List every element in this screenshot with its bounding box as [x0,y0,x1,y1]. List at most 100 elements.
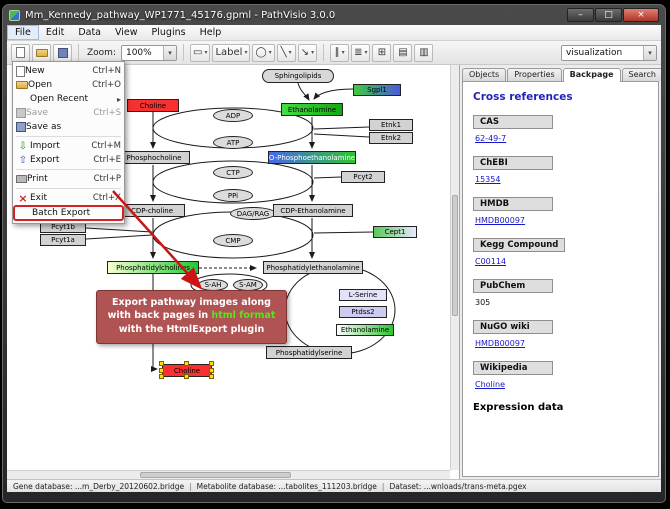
selection-handle[interactable] [184,374,189,379]
pathway-node-phosphatidylethanolamine[interactable]: Phosphatidylethanolamine [263,261,363,274]
annotation-text: html format [211,310,276,322]
chevron-down-icon[interactable]: ▾ [643,45,656,60]
pathway-node-etnk1[interactable]: Etnk1 [369,119,413,131]
pathway-node-phosphatidylcholines[interactable]: Phosphatidylcholines [107,261,199,274]
pathway-node-phosphocholine[interactable]: Phosphocholine [118,151,190,164]
pathway-node-cdp-choline[interactable]: CDP-choline [119,204,185,217]
menu-item-shortcut: Ctrl+N [92,66,121,76]
chevron-down-icon: ▾ [341,49,345,56]
reference-link[interactable]: Choline [475,380,505,389]
pathway-node-phosphatidylserine[interactable]: Phosphatidylserine [266,346,352,359]
scrollbar-thumb[interactable] [452,194,458,317]
cross-references-heading: Cross references [473,91,573,103]
reference-database-name: NuGO wiki [473,320,553,334]
pathway-node-o-phosphoethanolamine[interactable]: O-Phosphoethanolamine [268,151,356,164]
title-bar[interactable]: Mm_Kennedy_pathway_WP1771_45176.gpml - P… [3,5,665,25]
tab-search[interactable]: Search [621,68,661,81]
pathway-node-atp[interactable]: ATP [213,136,253,149]
reference-link[interactable]: HMDB00097 [475,216,526,225]
file-menu-item-open-recent[interactable]: Open Recent ▸ [13,92,124,106]
shape-tool-button[interactable]: ◯▾ [252,43,275,62]
pathway-node-pcyt1a[interactable]: Pcyt1a [40,234,86,246]
pathway-node-dag-rag[interactable]: DAG/RAG [230,207,276,220]
menu-file[interactable]: File [7,25,39,40]
connector-tool-button[interactable]: ↘▾ [297,43,318,62]
pathway-node-sgpl1[interactable]: Sgpl1 [353,84,401,96]
close-button[interactable]: × [623,8,659,22]
visualization-combobox[interactable]: visualization ▾ [561,44,657,61]
file-menu-item-save-as[interactable]: Save as [13,120,124,134]
datanode-tool-button[interactable]: ▭▾ [189,43,211,62]
reference-link[interactable]: 15354 [475,175,501,184]
submenu-arrow-icon: ▸ [116,94,121,104]
common-size-button[interactable]: ⊞ [372,43,392,62]
menu-item-label: Open Recent [30,94,89,104]
canvas-vertical-scrollbar[interactable] [450,65,459,470]
minimize-button[interactable]: – [567,8,594,22]
file-menu-item-batch-export[interactable]: Batch Export [13,205,124,221]
reference-link[interactable]: 62-49-7 [475,134,507,143]
reference-link[interactable]: HMDB00097 [475,339,526,348]
open-folder-icon [35,48,48,57]
pathway-node-ppi[interactable]: PPi [213,189,253,202]
selection-handle[interactable] [209,374,214,379]
tab-backpage[interactable]: Backpage [562,68,621,82]
pathway-node-cmp[interactable]: CMP [213,234,253,247]
line-tool-button[interactable]: ╲▾ [276,43,296,62]
menu-plugins[interactable]: Plugins [151,27,186,38]
pathway-node-ctp[interactable]: CTP [213,166,253,179]
pathway-node-pcyt2[interactable]: Pcyt2 [341,171,385,183]
pathway-node-cdp-ethanolamine[interactable]: CDP-Ethanolamine [273,204,353,217]
pathway-node-ptdss2[interactable]: Ptdss2 [339,306,387,318]
selection-handle[interactable] [159,361,164,366]
pathway-node-sphingolipids[interactable]: Sphingolipids [262,69,334,83]
tab-objects[interactable]: Objects [462,68,507,81]
menu-separator [16,169,121,170]
reference-link[interactable]: C00114 [475,257,507,266]
pathway-node-cept1[interactable]: Cept1 [373,226,417,238]
menu-help[interactable]: Help [199,27,222,38]
chevron-down-icon[interactable]: ▾ [162,45,176,60]
maximize-button[interactable]: □ [595,8,622,22]
scrollbar-thumb[interactable] [139,472,291,478]
selection-handle[interactable] [159,374,164,379]
table-view-button[interactable]: ▤ [393,43,413,62]
menu-item-label: Save as [26,122,62,132]
pathway-node-choline[interactable]: Choline [127,99,179,112]
status-segment: Gene database: ...m_Derby_20120602.bridg… [13,481,185,491]
open-button[interactable] [32,43,51,62]
pathway-node-l-serine[interactable]: L-Serine [339,289,387,301]
canvas-horizontal-scrollbar[interactable] [7,470,450,479]
zoom-combobox[interactable]: 100% ▾ [120,44,177,61]
new-button[interactable] [11,43,30,62]
stack-tool-button[interactable]: ≣▾ [351,43,371,62]
sheet-view-button[interactable]: ▥ [414,43,434,62]
label-tool-button[interactable]: Label▾ [212,43,251,62]
pathway-node-etnk2[interactable]: Etnk2 [369,132,413,144]
selection-handle[interactable] [209,367,214,373]
pathway-node-ethanolamine[interactable]: Ethanolamine [336,324,394,336]
save-button[interactable] [53,43,72,62]
pathway-node-ethanolamine[interactable]: Ethanolamine [281,103,343,116]
selection-handle[interactable] [184,361,189,366]
menu-edit[interactable]: Edit [45,27,65,38]
menu-view[interactable]: View [115,27,138,38]
align-tool-button[interactable]: ∥▾ [330,43,350,62]
menu-data[interactable]: Data [78,27,101,38]
tab-properties[interactable]: Properties [507,68,562,81]
chevron-down-icon: ▾ [268,49,272,56]
selection-handle[interactable] [209,361,214,366]
pathway-node-adp[interactable]: ADP [213,109,253,122]
selection-handle[interactable] [159,367,164,373]
